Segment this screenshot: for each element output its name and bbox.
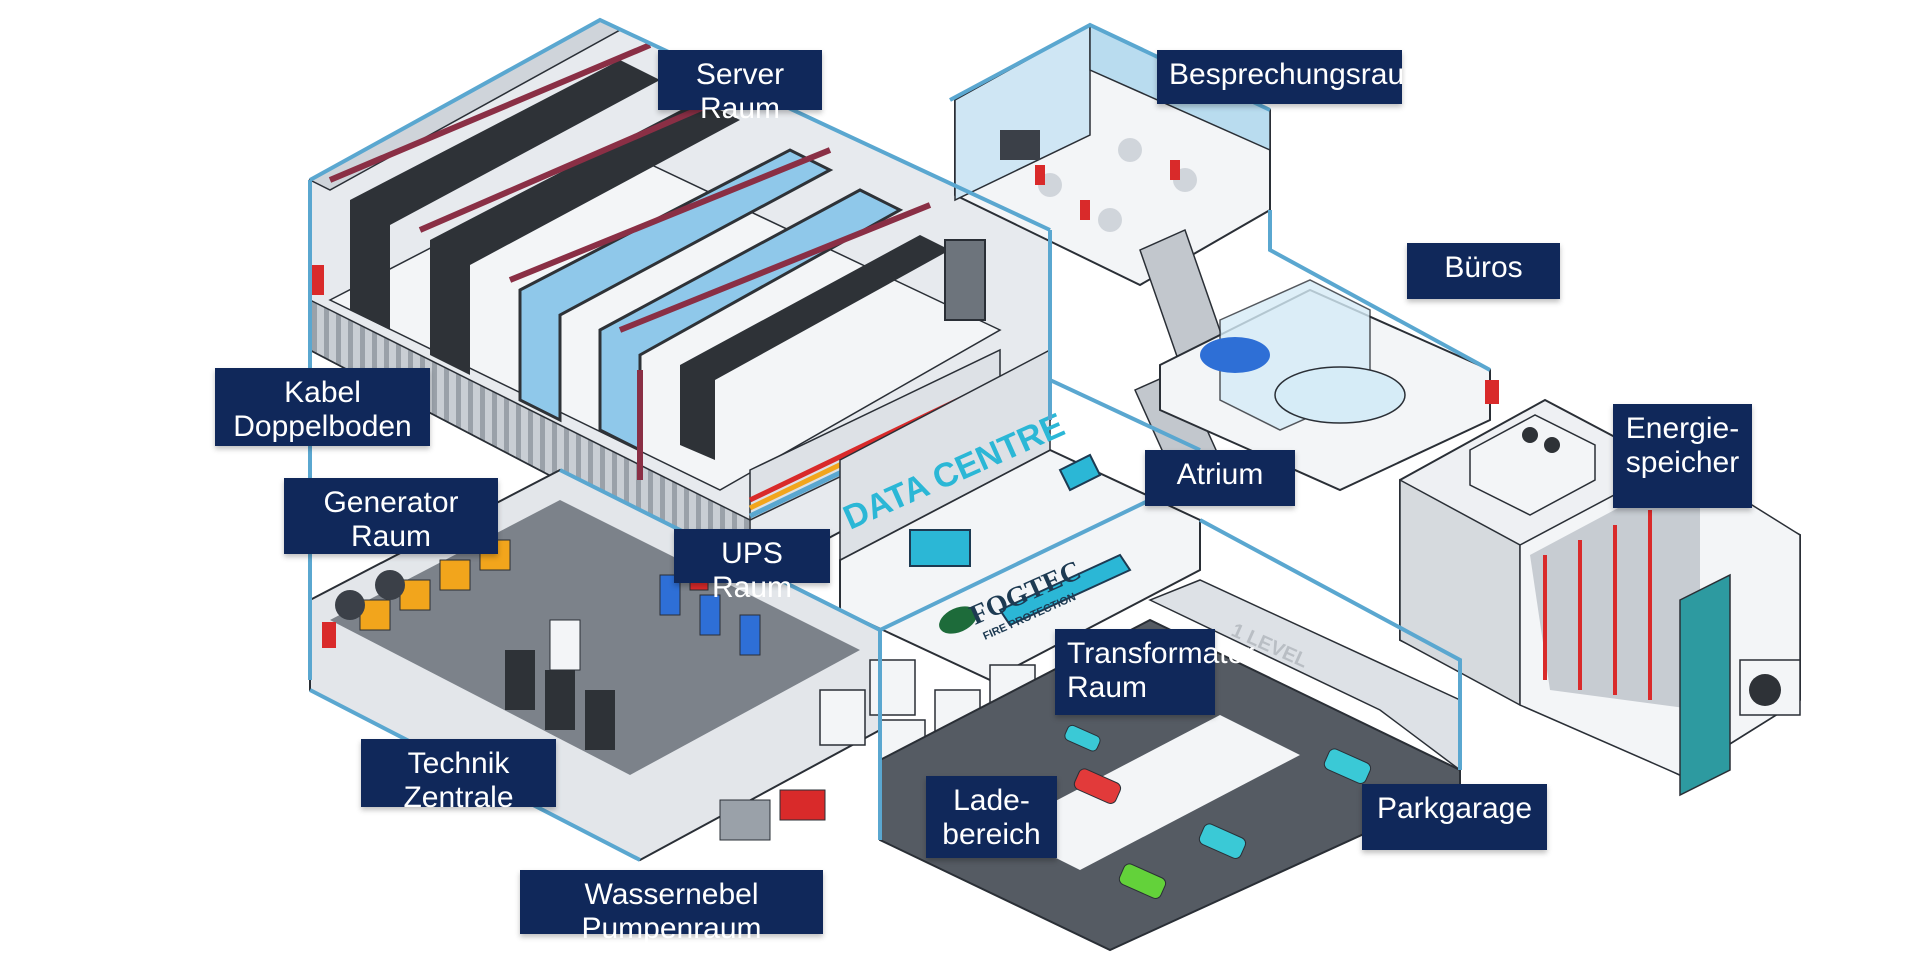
fire-extinguisher-icon	[1485, 380, 1499, 404]
cable-trays	[328, 42, 932, 480]
label-server-raum: Server Raum	[658, 50, 822, 125]
label-bueros: Büros	[1407, 243, 1560, 299]
label-wassernebel-pumpenraum: Wassernebel Pumpenraum	[520, 870, 823, 945]
fire-extinguisher-icon	[310, 265, 324, 295]
pump-unit	[719, 789, 826, 841]
cars	[1064, 724, 1372, 899]
technik-cabinets	[505, 619, 615, 750]
lobby-block: DATA CENTRE FOGTEC FIRE PROTECTION	[838, 348, 1201, 682]
fire-extinguisher-icon	[322, 622, 336, 648]
label-generator-raum: Generator Raum	[284, 478, 498, 554]
server-racks	[350, 60, 950, 460]
label-kabel-doppelboden: Kabel Doppelboden	[215, 368, 430, 446]
parking-garage-block: 1 LEVEL	[879, 579, 1461, 952]
label-technik-zentrale: Technik Zentrale	[361, 739, 556, 814]
label-energiespeicher: Energie- speicher	[1613, 404, 1752, 508]
label-ups-raum: UPS Raum	[674, 529, 830, 604]
label-parkgarage: Parkgarage	[1362, 784, 1547, 850]
label-besprechungsraum: Besprechungsraum	[1157, 50, 1429, 104]
office-block	[1159, 279, 1499, 492]
label-transformator-raum: Transformator Raum	[1055, 629, 1254, 715]
server-room-door	[944, 239, 986, 321]
label-atrium: Atrium	[1145, 450, 1295, 506]
label-ladebereich: Lade- bereich	[926, 776, 1057, 858]
server-room-block	[308, 18, 1051, 582]
